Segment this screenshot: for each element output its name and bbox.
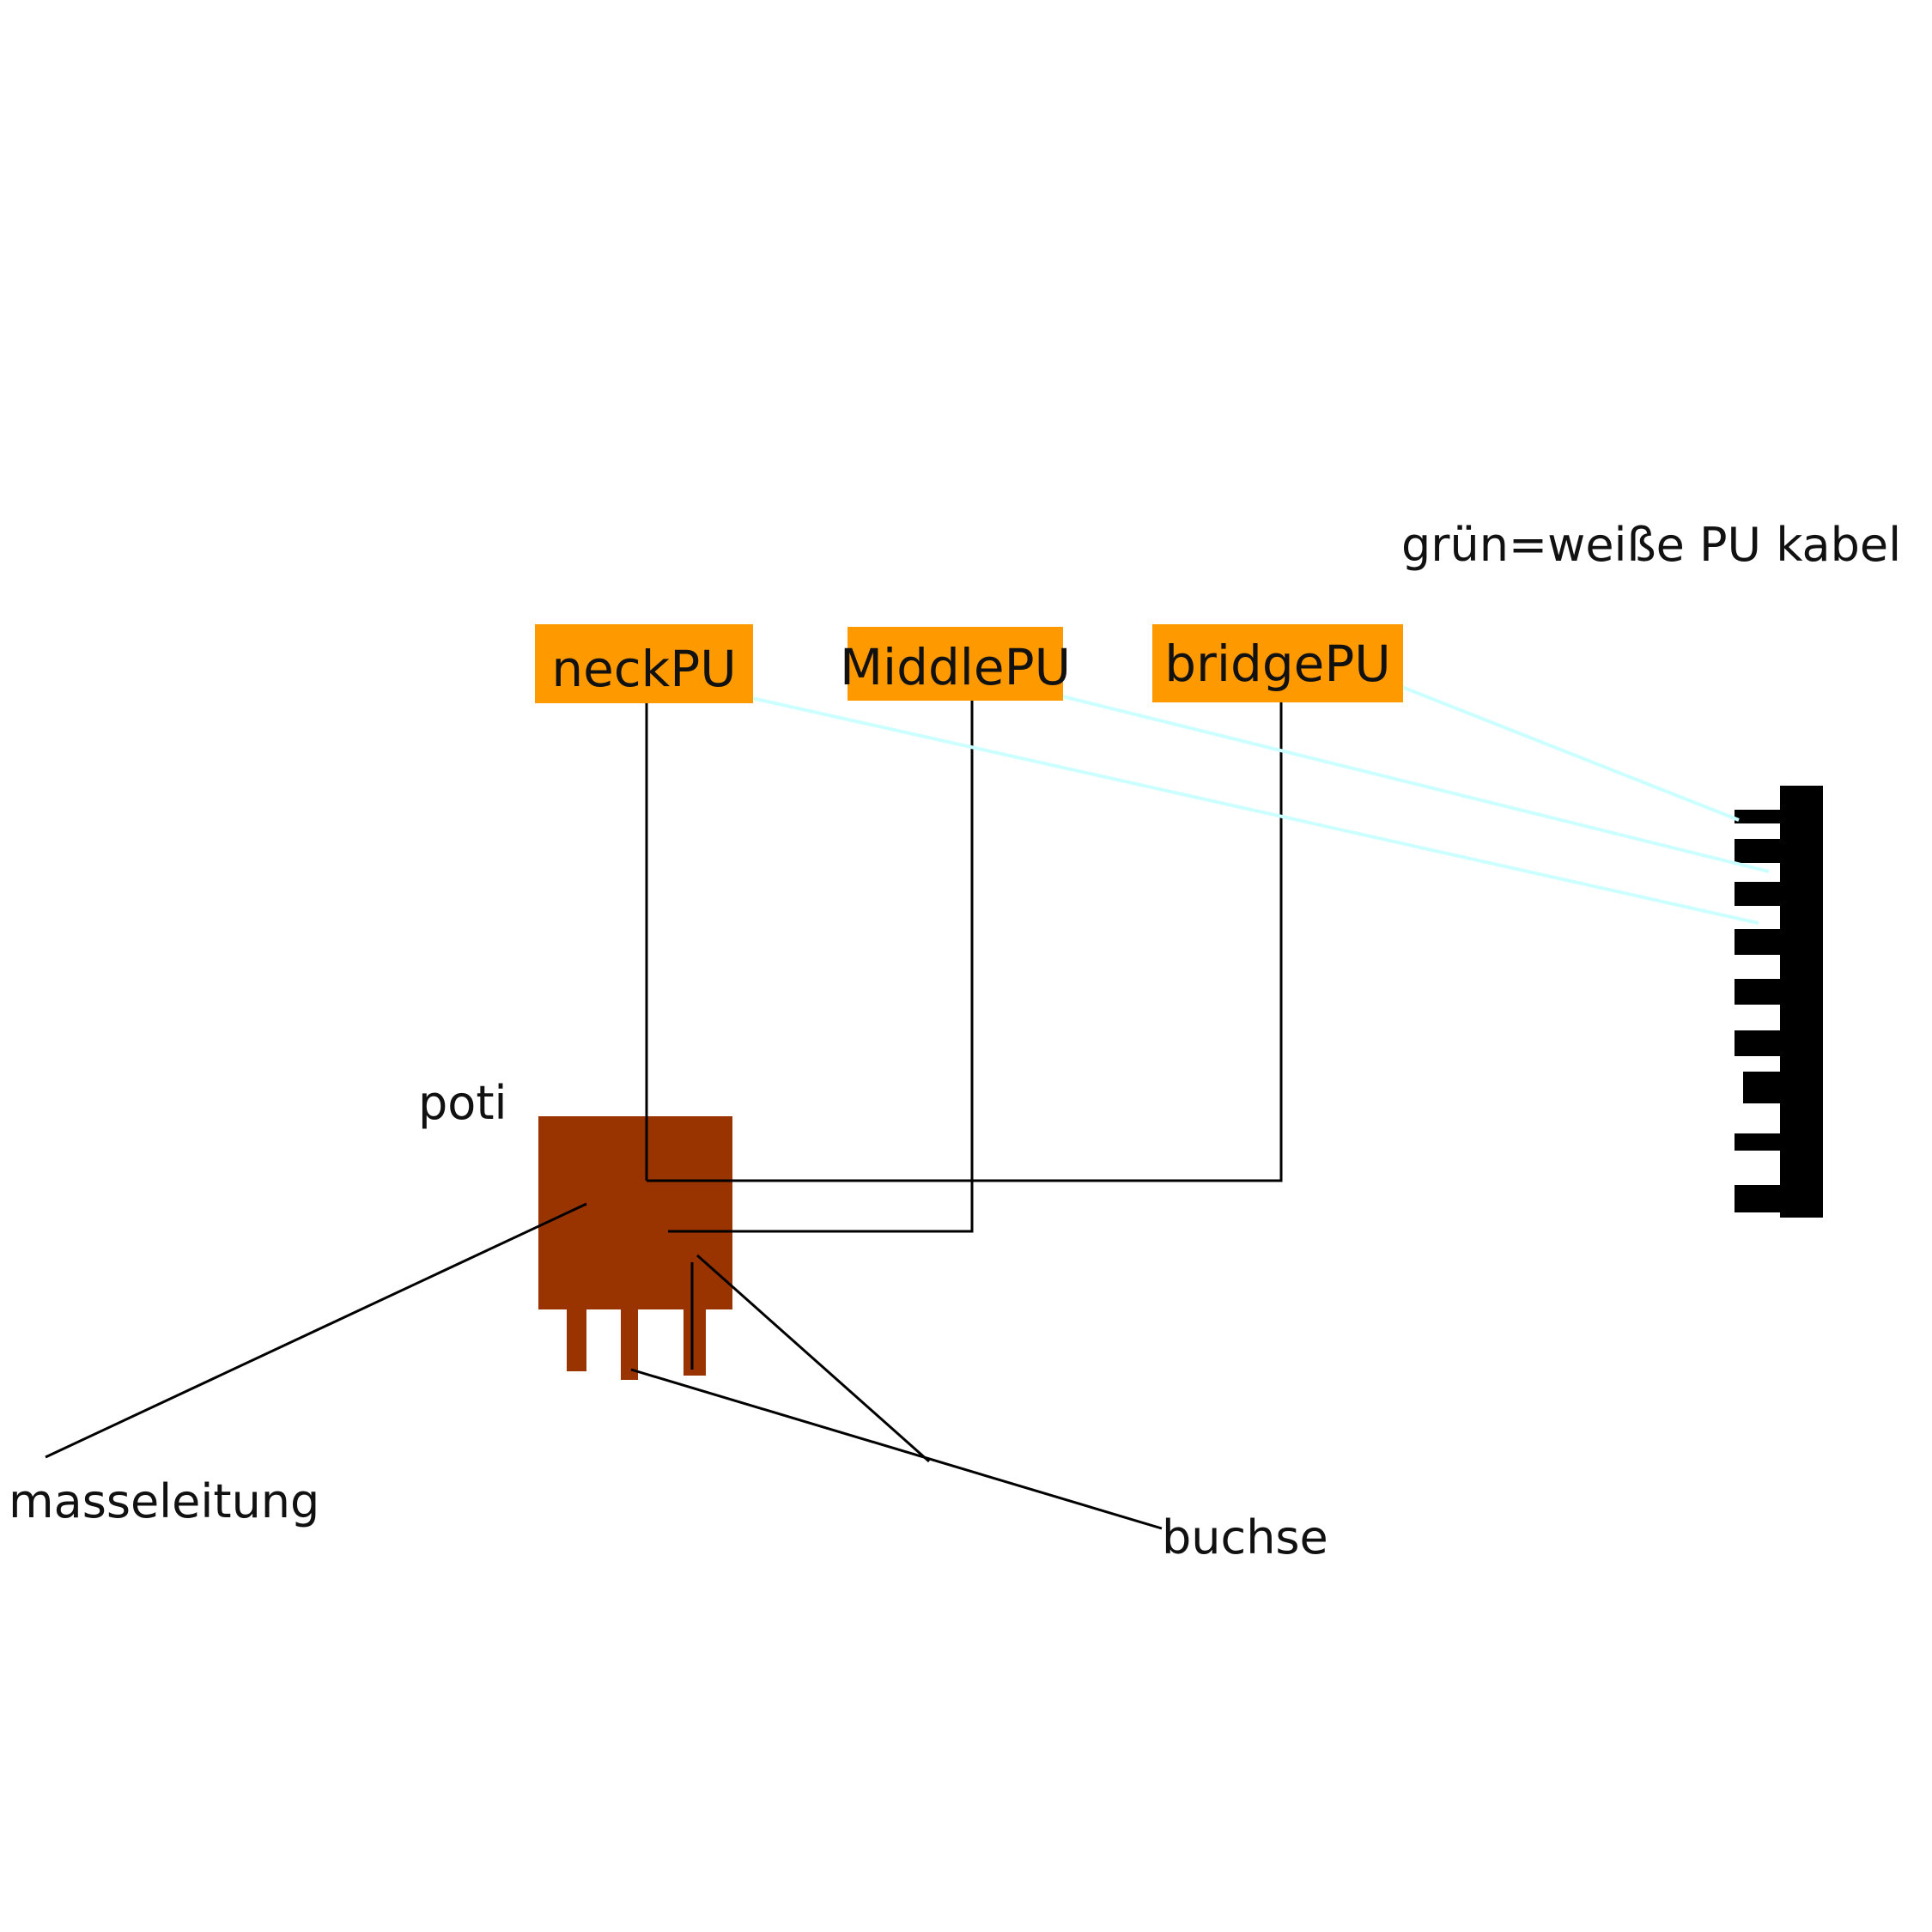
bridge-pickup-label: bridgePU [1164, 634, 1391, 693]
neck-white-cable [720, 690, 1759, 925]
white-cable-wires [720, 679, 1770, 925]
pointer-lines [45, 1202, 1163, 1530]
ground-pointer [45, 1202, 587, 1459]
ground-label: masseleitung [9, 1474, 320, 1528]
poti-body [538, 1116, 732, 1309]
jack-pointer-2 [696, 1254, 930, 1463]
poti-lug-3 [683, 1307, 706, 1376]
poti-lug-1 [567, 1307, 586, 1371]
pickup-wires [645, 694, 1283, 1233]
jack-pointer-1 [630, 1368, 1163, 1530]
poti-label: poti [418, 1076, 507, 1130]
legend-note: grün=weiße PU kabel [1401, 518, 1902, 572]
middle-pickup: MiddlePU [840, 627, 1071, 701]
middle-pickup-label: MiddlePU [840, 638, 1072, 696]
neck-pickup: neckPU [535, 624, 753, 703]
poti-lug-2 [621, 1307, 638, 1380]
bridge-wire [647, 697, 1283, 1182]
bridge-white-cable [1386, 679, 1740, 822]
jack-label: buchse [1162, 1510, 1328, 1564]
middle-white-cable [1034, 688, 1770, 873]
bridge-pickup: bridgePU [1152, 624, 1403, 702]
neck-pickup-label: neckPU [551, 640, 737, 698]
middle-wire [668, 694, 974, 1233]
selector-switch [1735, 786, 1823, 1218]
